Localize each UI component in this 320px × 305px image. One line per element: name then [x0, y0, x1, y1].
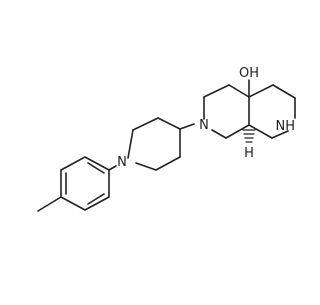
atom-label-ring-n: N — [199, 118, 209, 133]
bond-link — [179, 123, 195, 130]
naphthyridine-left-ring — [203, 84, 250, 139]
atom-label-oh: OH — [239, 66, 259, 81]
atom-label-stereo-h: H — [244, 146, 254, 161]
structure-canvas: N N NH OH H — [37, 66, 296, 212]
bond-aryl-n — [108, 165, 117, 171]
atom-label-nh: NH — [276, 119, 296, 134]
molecule-diagram: N N NH OH H — [37, 66, 296, 212]
stereo-hash-bond — [242, 129, 256, 143]
piperidine-ring — [127, 117, 181, 171]
atom-label-piperidine-n: N — [117, 155, 127, 170]
tolyl-ring — [60, 156, 110, 211]
bond-methyl — [37, 196, 62, 212]
naphthyridine-right-ring — [248, 84, 296, 139]
